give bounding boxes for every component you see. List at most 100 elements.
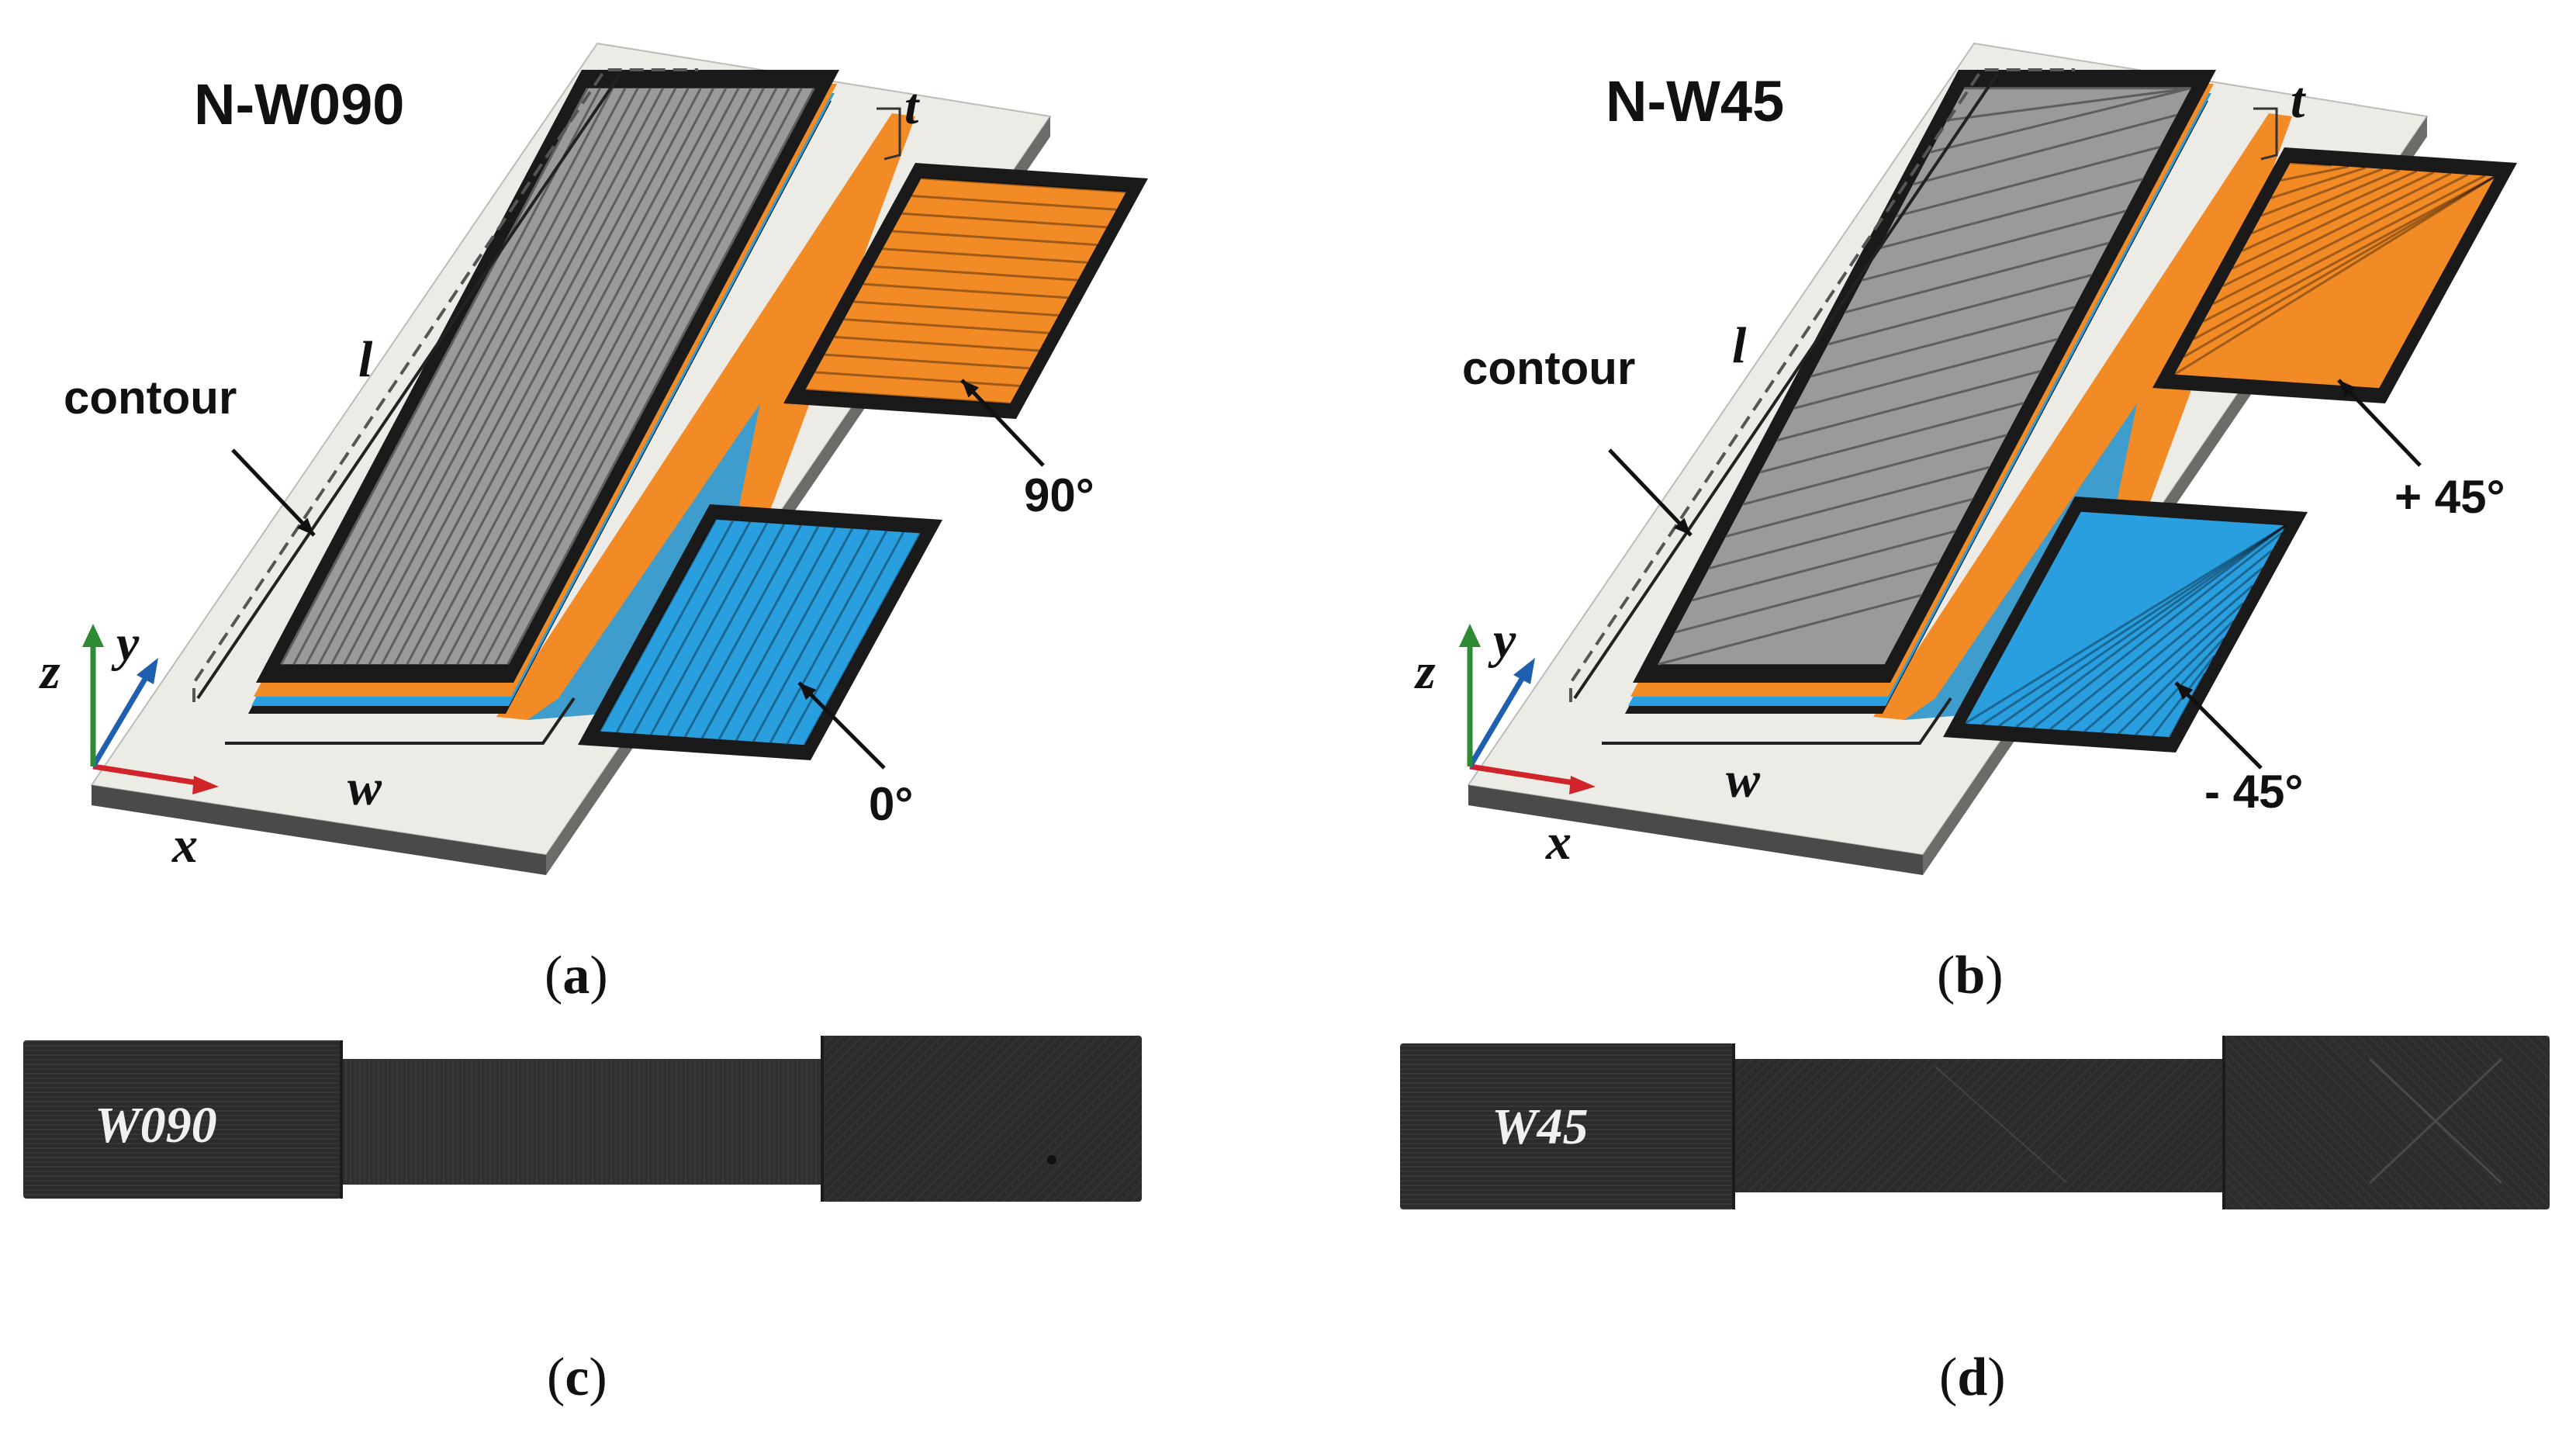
gray-raster-line bbox=[343, 87, 652, 666]
length-dimension-line bbox=[1573, 72, 1999, 700]
upper-layer-raster-line bbox=[901, 212, 1107, 229]
gray-raster-line bbox=[317, 87, 627, 666]
caption-b-open: ( bbox=[1937, 946, 1955, 1005]
gray-raster-line bbox=[280, 87, 589, 666]
lower-layer-raster-line bbox=[717, 527, 837, 740]
upper-angle-leader-arrow-head bbox=[2339, 380, 2356, 398]
x-axis-arrowhead bbox=[192, 776, 219, 794]
x-axis bbox=[92, 763, 202, 787]
lower-layer-infill bbox=[600, 519, 921, 746]
gray-raster-line bbox=[1947, 87, 2191, 122]
panel-b-lower-angle-label: - 45° bbox=[2204, 766, 2304, 818]
thickness-marker bbox=[877, 107, 901, 161]
upper-layer-infill bbox=[805, 178, 1126, 404]
gray-raster-line bbox=[1793, 337, 2058, 410]
caption-a-close: ) bbox=[590, 946, 608, 1005]
gray-raster-line bbox=[368, 87, 677, 666]
y-axis-arrowhead bbox=[1513, 658, 1535, 684]
contour-leader-arrow bbox=[231, 448, 316, 537]
lower-angle-leader-arrow bbox=[2174, 681, 2263, 770]
w45-schematic-drawing bbox=[1459, 42, 2517, 875]
upper-layer-raster-line bbox=[873, 265, 1078, 282]
upper-layer-raster-line bbox=[825, 353, 1030, 370]
gray-raster-line bbox=[1776, 369, 2041, 441]
panel-b-upper-angle-label: + 45° bbox=[2394, 471, 2505, 523]
thickness-marker bbox=[2253, 107, 2278, 161]
gray-raster-line bbox=[1879, 178, 2143, 250]
upper-angle-leader-arrow bbox=[960, 379, 1045, 467]
build-plate-edge bbox=[92, 785, 546, 875]
upper-layer-raster-line bbox=[2193, 175, 2496, 341]
w090-schematic-drawing bbox=[82, 42, 1148, 875]
lower-layer-raster-line bbox=[786, 531, 905, 745]
build-plate-edge bbox=[1468, 785, 1923, 875]
length-dimension-line bbox=[196, 72, 622, 700]
lower-layer-raster-line bbox=[1998, 524, 2287, 727]
upper-angle-leader-arrow bbox=[2337, 379, 2422, 467]
upper-layer-raster-line bbox=[853, 300, 1059, 317]
upper-layer-raster-line bbox=[911, 195, 1117, 211]
panel-b-w45-schematic: N-W45 contour l w t + 45° - 45° x y z bbox=[1377, 0, 2576, 931]
lower-layer-raster-line bbox=[2118, 620, 2235, 735]
lower-layer-raster-line bbox=[2032, 531, 2283, 729]
upper-layer-raster-line bbox=[2183, 175, 2496, 358]
lower-angle-leader-arrow-head bbox=[799, 683, 817, 701]
panel-a-length-label: l bbox=[358, 331, 373, 388]
z-axis-arrowhead bbox=[82, 624, 104, 647]
lower-layer-raster-line bbox=[2101, 602, 2244, 734]
panel-d-w45-specimen-photo: W45 bbox=[1400, 1036, 2552, 1211]
panel-a-lower-angle-label: 0° bbox=[869, 778, 914, 830]
panel-a-thickness-label: t bbox=[904, 78, 919, 135]
lower-layer-raster-line bbox=[2049, 549, 2273, 731]
caption-a-letter: a bbox=[562, 946, 590, 1005]
gray-raster-line bbox=[1810, 306, 2075, 378]
gray-raster-line bbox=[1725, 465, 1990, 538]
panel-b-title: N-W45 bbox=[1606, 69, 1785, 133]
lower-layer-raster-line bbox=[2015, 524, 2287, 728]
dimension-frame bbox=[192, 68, 698, 702]
gray-raster-line bbox=[1658, 593, 1922, 666]
y-axis bbox=[90, 673, 150, 768]
y-axis-arrowhead bbox=[137, 658, 158, 684]
caption-b-letter: b bbox=[1955, 946, 1986, 1005]
upper-layer-raster-line bbox=[882, 247, 1088, 264]
upper-layer-raster-line bbox=[2290, 161, 2332, 167]
gray-raster-line bbox=[1675, 562, 1939, 634]
w090-specimen-image bbox=[23, 1036, 1142, 1202]
caption-a: (a) bbox=[545, 945, 608, 1007]
lower-layer-raster-line bbox=[632, 521, 752, 735]
upper-layer-raster-line bbox=[834, 335, 1039, 352]
gray-raster-line bbox=[494, 87, 803, 666]
upper-layer-raster-line bbox=[2270, 166, 2367, 199]
panel-a-contour-label: contour bbox=[64, 372, 237, 424]
panel-a-width-label: w bbox=[348, 759, 382, 816]
gray-raster-line bbox=[1708, 497, 1973, 569]
panel-b-axis-z-label: z bbox=[1416, 643, 1436, 700]
x-axis-arrowhead bbox=[1569, 776, 1596, 794]
upper-layer-raster-line bbox=[2232, 171, 2435, 270]
w45-specimen-image bbox=[1400, 1036, 2550, 1209]
lower-layer-infill bbox=[1965, 511, 2286, 738]
lower-layer-raster-line bbox=[615, 520, 735, 733]
upper-layer-raster-line bbox=[2222, 172, 2452, 288]
panel-b-axis-y-label: y bbox=[1493, 612, 1516, 669]
gray-raster-line bbox=[1913, 113, 2177, 185]
upper-layer-raster-line bbox=[2202, 175, 2486, 323]
upper-layer-infill bbox=[2174, 162, 2495, 389]
orange-layer-strip bbox=[1873, 113, 2292, 720]
lower-layer-raster-line bbox=[735, 528, 854, 742]
caption-b: (b) bbox=[1937, 945, 2004, 1007]
upper-angle-leader-arrow-head bbox=[962, 380, 980, 398]
gray-raster-line bbox=[381, 87, 690, 666]
gray-raster-line bbox=[418, 87, 728, 666]
panel-a-axis-x-label: x bbox=[172, 817, 198, 874]
panel-b-thickness-label: t bbox=[2291, 72, 2305, 129]
upper-layer-raster-line bbox=[843, 318, 1049, 334]
panel-b-width-label: w bbox=[1726, 752, 1761, 808]
y-axis bbox=[1467, 673, 1527, 768]
lower-layer-raster-line bbox=[700, 525, 820, 739]
caption-c-close: ) bbox=[589, 1348, 607, 1407]
panel-a-axis-y-label: y bbox=[116, 615, 140, 672]
caption-b-close: ) bbox=[1985, 946, 2004, 1005]
x-axis bbox=[1469, 763, 1579, 787]
